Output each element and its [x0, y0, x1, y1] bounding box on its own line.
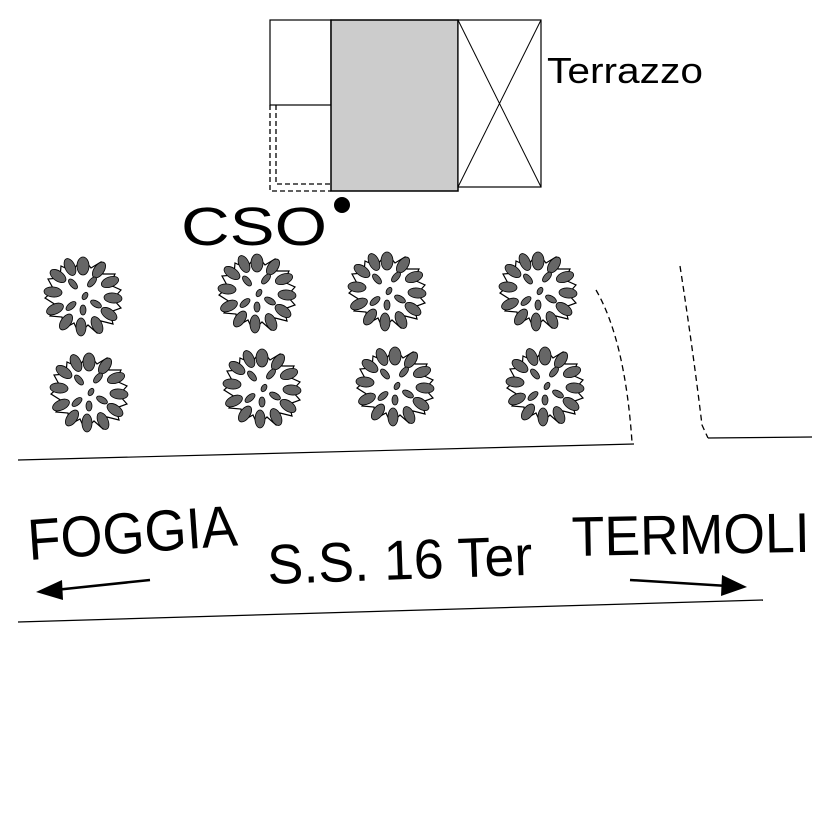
arrow-left-icon [36, 578, 151, 600]
side-road [595, 265, 709, 443]
road-edge-south [17, 599, 764, 623]
building [269, 19, 542, 192]
road-edge-north [17, 443, 635, 461]
tree-icon [354, 346, 436, 427]
building-main [330, 19, 459, 192]
tree-icon [346, 251, 428, 332]
terrace-label: Terrazzo [547, 50, 703, 91]
tree-icon [221, 348, 303, 429]
station-label: CSO [181, 197, 327, 257]
tree-icon [42, 256, 124, 337]
building-annex [269, 19, 332, 106]
station-point-icon [334, 197, 350, 213]
east-city-label: TERMOLI [571, 501, 810, 568]
tree-icon [497, 251, 579, 332]
terrace-area [457, 19, 542, 188]
tree-row [42, 251, 586, 433]
tree-icon [504, 346, 586, 427]
arrow-right-icon [629, 575, 747, 596]
tree-icon [48, 352, 130, 433]
dashed-outline [269, 105, 331, 192]
road-edge-right [707, 436, 813, 439]
road-name-label: S.S. 16 Ter [266, 524, 533, 596]
west-city-label: FOGGIA [25, 493, 239, 573]
tree-icon [216, 253, 298, 334]
